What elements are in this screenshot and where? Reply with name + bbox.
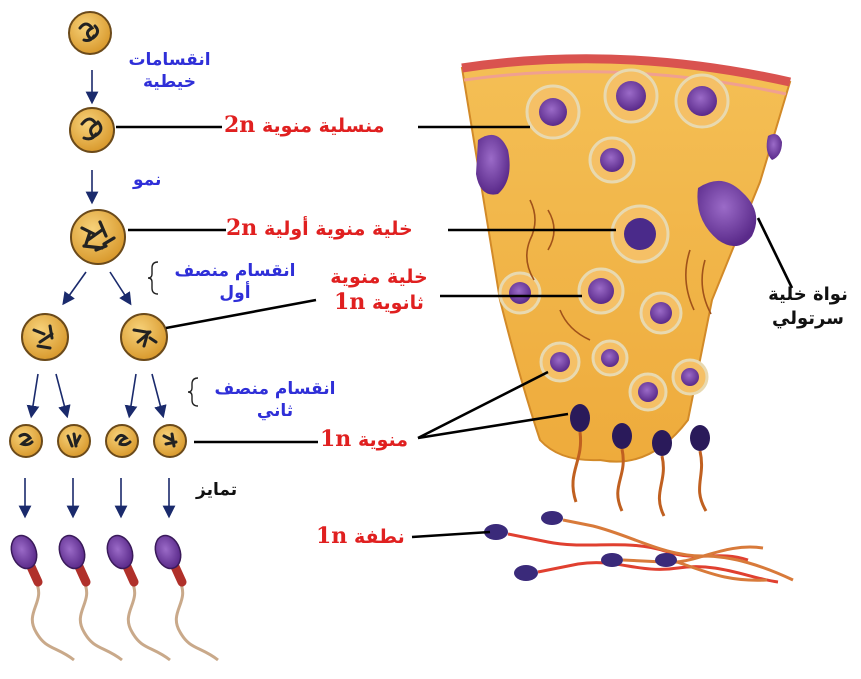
- label-secondary-ploidy: 1n: [334, 289, 365, 315]
- label-meiosis-2-text: انقسام منصف ثاني: [207, 378, 343, 422]
- label-secondary-spermatocyte: خلية منوية ثانوية 1n: [318, 268, 440, 313]
- label-mitosis: انقسامات خيطية: [112, 49, 227, 93]
- secondary-spermatocyte-cell: [121, 314, 167, 360]
- arrow-icon: [66, 272, 86, 300]
- label-secondary-text: ثانوية: [372, 292, 424, 314]
- sertoli-nucleus-icon: [767, 134, 782, 160]
- label-meiosis-1-text: انقسام منصف أول: [167, 260, 303, 304]
- arrow-icon: [110, 272, 128, 300]
- label-sertoli-line1: نواة خلية: [760, 286, 856, 304]
- free-sperm-cluster: [484, 511, 793, 582]
- label-primary-text: خلية منوية أولية: [264, 218, 413, 240]
- label-sperm-text: نطفة: [354, 526, 405, 548]
- spermatid-cell: [154, 425, 186, 457]
- label-spermatid-text: منوية: [358, 429, 408, 451]
- label-spermatid-ploidy: 1n: [320, 426, 351, 452]
- label-primary-spermatocyte: خلية منوية أولية 2n: [226, 217, 413, 239]
- label-growth: نمو: [133, 172, 161, 189]
- secondary-spermatocyte-cell: [22, 314, 68, 360]
- label-spermatid: منوية 1n: [320, 428, 408, 450]
- label-meiosis-1: انقسام منصف أول: [160, 260, 310, 304]
- spermatogonium-cell-top: [69, 12, 111, 54]
- arrow-icon: [130, 374, 136, 412]
- label-secondary-line1: خلية منوية: [318, 268, 440, 287]
- label-sertoli-line2: سرتولي: [760, 310, 856, 328]
- label-spermatogonia-text: منسلية منوية: [262, 115, 385, 137]
- spermatid-cell: [58, 425, 90, 457]
- primary-spermatocyte-cell: [71, 210, 125, 264]
- label-meiosis-2: انقسام منصف ثاني: [200, 378, 350, 422]
- brace-icon: [188, 378, 198, 406]
- label-spermatogonia: منسلية منوية 2n: [224, 114, 385, 136]
- label-mitosis-text: انقسامات خيطية: [125, 49, 215, 93]
- sertoli-nucleus-icon: [476, 135, 510, 195]
- label-sertoli: نواة خلية سرتولي: [760, 286, 856, 328]
- spermatid-cell: [106, 425, 138, 457]
- label-secondary-line2: ثانوية 1n: [318, 291, 440, 313]
- label-primary-ploidy: 2n: [226, 215, 257, 241]
- label-sperm-ploidy: 1n: [316, 523, 347, 549]
- spermatogonium-cell: [70, 108, 114, 152]
- brace-icon: [148, 262, 158, 294]
- arrow-icon: [32, 374, 38, 412]
- sperm-icon: [151, 532, 218, 660]
- arrow-icon: [56, 374, 66, 412]
- arrow-icon: [152, 374, 162, 412]
- label-sperm: نطفة 1n: [316, 525, 405, 547]
- label-differentiation: تمايز: [196, 482, 237, 499]
- label-spermatogonia-ploidy: 2n: [224, 112, 255, 138]
- spermatid-cell: [10, 425, 42, 457]
